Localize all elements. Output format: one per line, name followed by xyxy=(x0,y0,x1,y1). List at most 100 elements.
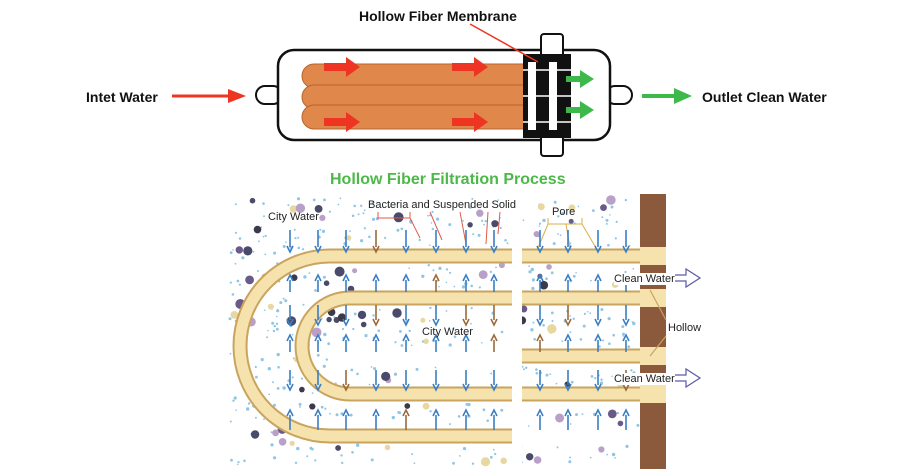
water-dot xyxy=(363,209,366,212)
water-dot xyxy=(582,324,586,328)
suspended-particle xyxy=(267,303,274,310)
suspended-particle xyxy=(422,402,430,410)
water-dot xyxy=(569,242,572,244)
water-dot xyxy=(370,458,374,462)
water-dot xyxy=(282,297,285,300)
suspended-particle xyxy=(346,235,352,241)
suspended-particle xyxy=(420,317,426,323)
water-dot xyxy=(350,368,354,372)
flow-arrow xyxy=(402,305,410,327)
suspended-particle xyxy=(568,204,576,212)
water-dot xyxy=(294,461,298,464)
water-dot xyxy=(632,268,635,270)
flow-arrow xyxy=(402,333,410,352)
water-dot xyxy=(368,235,371,239)
water-dot xyxy=(276,309,280,313)
suspended-particle xyxy=(547,324,557,334)
suspended-particle xyxy=(404,403,411,409)
water-dot xyxy=(300,377,303,380)
flow-arrow xyxy=(594,370,602,392)
water-dot xyxy=(236,279,240,283)
water-dot xyxy=(636,423,640,427)
water-dot xyxy=(411,453,414,456)
water-dot xyxy=(410,344,413,347)
flow-arrow xyxy=(490,230,498,254)
water-dot xyxy=(611,452,616,457)
water-dot xyxy=(247,402,251,405)
water-dot xyxy=(449,423,451,426)
suspended-particle xyxy=(326,316,332,323)
water-dot xyxy=(525,366,528,369)
water-dot xyxy=(371,217,376,221)
water-dot xyxy=(557,233,559,235)
water-dot xyxy=(531,286,535,291)
hollow-label: Hollow xyxy=(668,322,702,334)
flow-arrow xyxy=(314,408,322,430)
water-dot xyxy=(377,329,381,333)
water-dot xyxy=(337,203,340,206)
water-dot xyxy=(614,457,616,459)
water-dot xyxy=(320,317,323,320)
water-dot xyxy=(572,317,575,320)
water-dot xyxy=(272,329,276,333)
flow-arrow xyxy=(564,230,572,254)
suspended-particle xyxy=(311,327,322,338)
water-dot xyxy=(569,423,572,425)
flow-arrow xyxy=(372,273,380,292)
water-dot xyxy=(458,455,461,457)
clean-water-label-2: Clean Water xyxy=(614,373,675,385)
water-dot xyxy=(577,205,580,208)
water-dot xyxy=(538,225,541,227)
water-dot xyxy=(528,270,532,274)
water-dot xyxy=(230,458,233,462)
water-dot xyxy=(556,446,559,449)
flow-arrow xyxy=(536,333,544,352)
water-dot xyxy=(270,443,274,447)
suspended-particle xyxy=(272,429,279,437)
suspended-particle xyxy=(600,204,607,212)
water-dot xyxy=(575,272,577,274)
water-dot xyxy=(371,201,374,204)
flow-arrow xyxy=(314,333,322,352)
water-dot xyxy=(542,324,545,327)
flow-arrow xyxy=(536,370,544,392)
water-dot xyxy=(497,199,500,201)
water-dot xyxy=(569,315,571,317)
water-dot xyxy=(267,329,269,332)
flow-arrow xyxy=(342,408,350,430)
water-dot xyxy=(500,330,504,334)
water-dot xyxy=(600,308,604,311)
water-dot xyxy=(263,418,265,421)
water-dot xyxy=(462,219,464,222)
water-dot xyxy=(260,358,264,362)
water-dot xyxy=(285,241,287,243)
water-dot xyxy=(275,322,279,325)
suspended-particle xyxy=(384,444,391,451)
water-dot xyxy=(246,407,250,411)
suspended-particle xyxy=(555,413,565,423)
water-dot xyxy=(552,242,556,246)
flow-arrow xyxy=(490,273,498,292)
water-dot xyxy=(362,212,365,215)
water-dot xyxy=(364,334,368,338)
water-dot xyxy=(445,281,448,284)
water-dot xyxy=(608,342,611,346)
water-dot xyxy=(436,217,440,221)
water-dot xyxy=(340,412,344,416)
suspended-particle xyxy=(568,218,574,224)
flow-arrow xyxy=(462,305,470,327)
water-dot xyxy=(533,338,536,341)
suspended-particle xyxy=(323,280,330,287)
water-dot xyxy=(489,455,493,459)
city-water-label-center: City Water xyxy=(422,326,473,338)
water-dot xyxy=(457,415,461,418)
water-dot xyxy=(429,306,432,310)
flow-arrow xyxy=(342,273,350,292)
water-dot xyxy=(478,286,481,289)
flow-arrow xyxy=(462,273,470,292)
inlet-arrow xyxy=(172,89,246,103)
suspended-particle xyxy=(235,246,243,254)
water-dot xyxy=(427,214,429,217)
water-dot xyxy=(262,235,265,238)
flow-arrow xyxy=(564,305,572,327)
